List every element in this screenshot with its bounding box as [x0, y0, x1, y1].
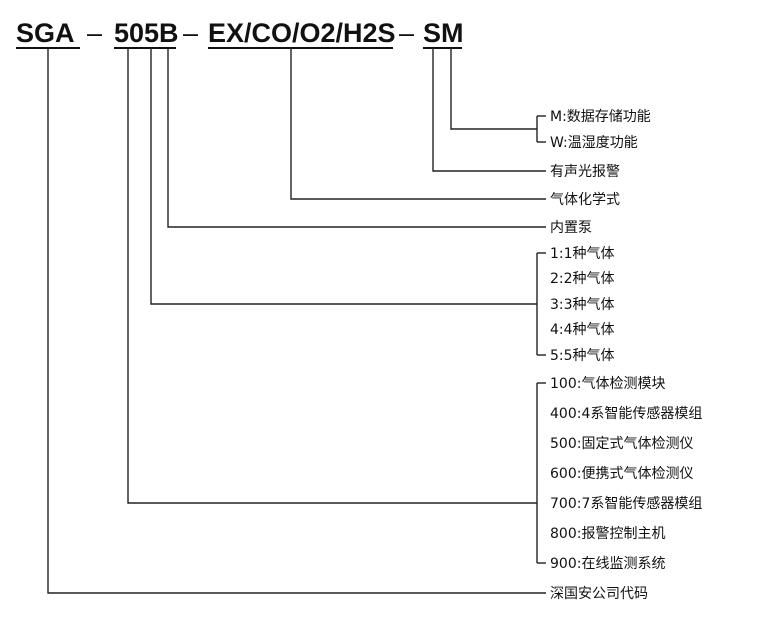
- label-m-storage: M:数据存储功能: [550, 109, 651, 125]
- label-series: 100:气体检测模块: [550, 376, 665, 392]
- label-gas-count: 4:4种气体: [550, 322, 615, 338]
- code-dash-1: –: [87, 18, 102, 48]
- label-series: 400:4系智能传感器模组: [550, 405, 702, 422]
- label-gas-count: 2:2种气体: [550, 271, 615, 287]
- code-gases: EX/CO/O2/H2S: [208, 18, 396, 48]
- label-company: 深国安公司代码: [550, 586, 648, 602]
- option-labels: M:数据存储功能 W:温湿度功能 有声光报警 气体化学式 内置泵 1:1种气体 …: [550, 109, 702, 602]
- line-gases: [290, 48, 546, 200]
- code-suffix: SM: [423, 18, 464, 48]
- label-series: 500:固定式气体检测仪: [550, 436, 693, 452]
- label-series: 600:便携式气体检测仪: [550, 466, 693, 482]
- connector-lines: [47, 48, 546, 594]
- line-gas-count: [150, 48, 537, 305]
- label-gas-count: 1:1种气体: [550, 246, 615, 262]
- line-pump: [167, 48, 546, 228]
- code-dash-3: –: [399, 18, 414, 48]
- code-model: 505B: [114, 18, 179, 48]
- line-suffix-s: [432, 48, 546, 172]
- code-sga: SGA: [16, 18, 75, 48]
- label-gas-count: 5:5种气体: [550, 348, 615, 364]
- line-company: [47, 48, 546, 594]
- label-series: 900:在线监测系统: [550, 556, 665, 572]
- line-series: [127, 48, 537, 504]
- line-suffix-m: [450, 48, 537, 130]
- label-alarm: 有声光报警: [550, 164, 620, 180]
- label-w-humidity: W:温湿度功能: [550, 135, 638, 151]
- label-pump: 内置泵: [550, 220, 592, 236]
- label-series: 800:报警控制主机: [550, 526, 665, 542]
- label-gas-formula: 气体化学式: [550, 192, 620, 208]
- code-dash-2: –: [183, 18, 198, 48]
- label-gas-count: 3:3种气体: [550, 297, 615, 313]
- label-series: 700:7系智能传感器模组: [550, 495, 702, 512]
- model-code-header: SGA – 505B – EX/CO/O2/H2S – SM: [16, 18, 464, 49]
